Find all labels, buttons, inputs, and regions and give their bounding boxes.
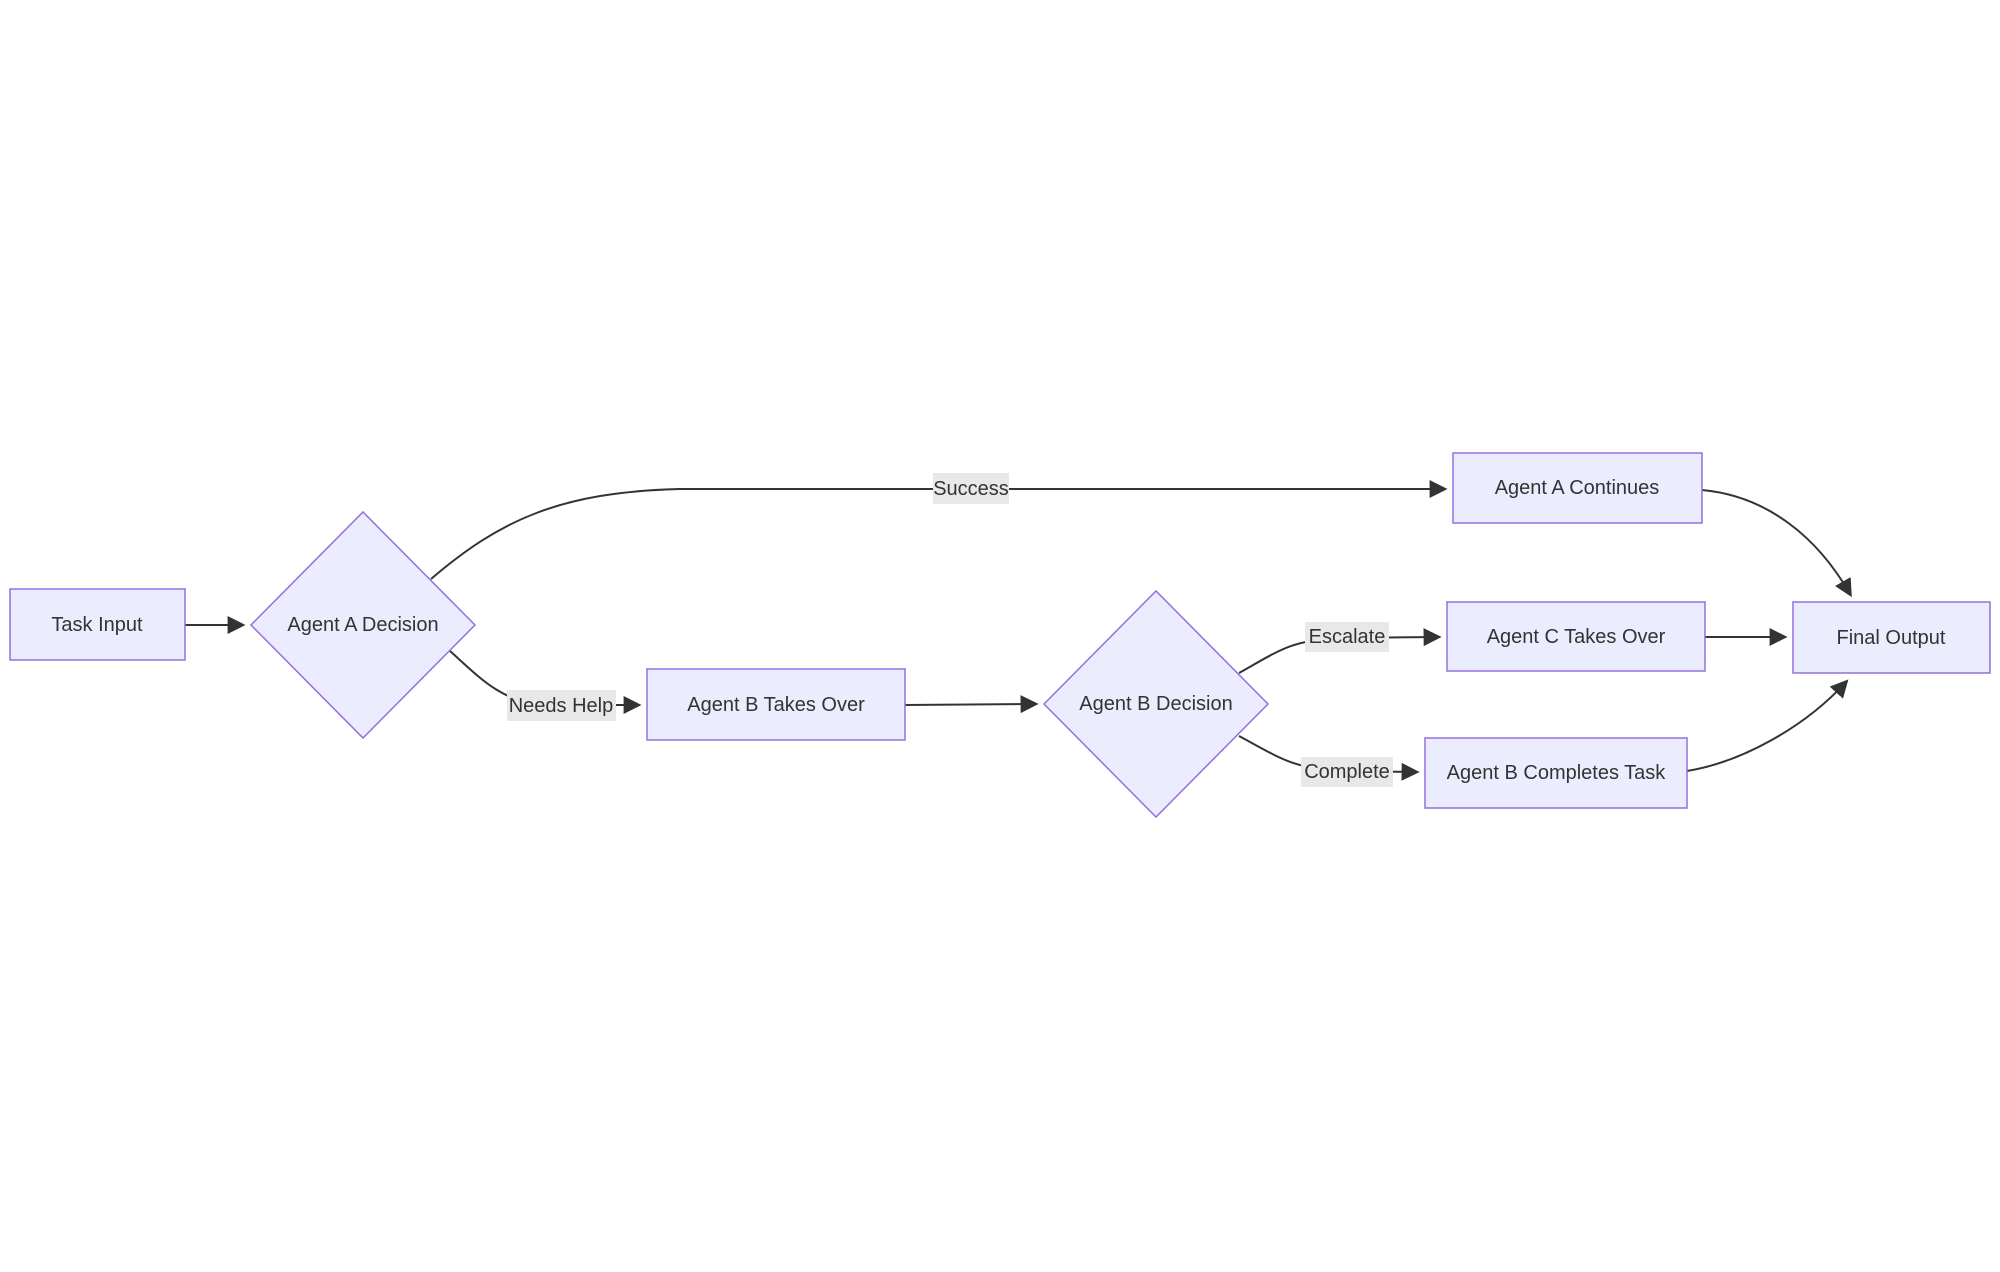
edge-label-needs-help-text: Needs Help — [509, 695, 614, 717]
edge-label-success-text: Success — [933, 478, 1009, 500]
agent-b-decision-diamond — [1042, 589, 1270, 819]
edge-label-escalate-bg — [1305, 622, 1389, 652]
edge-label-escalate-text: Escalate — [1309, 626, 1386, 648]
edges-layer — [185, 480, 1852, 781]
edge-agent-b-completes-task-to-final-output — [1686, 679, 1849, 772]
edge-label-success-bg — [933, 473, 1009, 504]
agent-b-completes-task-box — [1424, 737, 1688, 809]
edge-agent-b-takes-over-to-agent-b-decision — [904, 695, 1039, 714]
node-final-output: Final Output — [1792, 601, 1991, 674]
agent-a-continues-label: Agent A Continues — [1495, 477, 1660, 499]
edge-label-complete: Complete — [1301, 757, 1393, 787]
agent-a-continues-box — [1452, 452, 1703, 524]
node-agent-a-decision: Agent A Decision — [249, 510, 477, 740]
edge-label-needs-help: Needs Help — [507, 690, 616, 721]
agent-b-takes-over-box — [646, 668, 906, 741]
task-input-box — [9, 588, 186, 661]
edge-label-escalate: Escalate — [1305, 622, 1389, 652]
agent-b-decision-label: Agent B Decision — [1079, 693, 1232, 715]
agent-a-decision-diamond — [249, 510, 477, 740]
edge-agent-a-continues-to-final-output — [1701, 489, 1852, 598]
agent-b-takes-over-label: Agent B Takes Over — [687, 694, 865, 716]
agent-b-completes-task-label: Agent B Completes Task — [1447, 762, 1667, 784]
nodes-layer: Task Input Agent A Decision Agent A Cont… — [9, 452, 1991, 819]
edge-labels-layer: Success Needs Help Escalate Complete — [507, 473, 1393, 787]
agent-c-takes-over-label: Agent C Takes Over — [1487, 626, 1666, 648]
node-agent-a-continues: Agent A Continues — [1452, 452, 1703, 524]
edge-label-complete-text: Complete — [1304, 761, 1390, 783]
node-agent-c-takes-over: Agent C Takes Over — [1446, 601, 1706, 672]
edge-agent-a-decision-to-agent-a-continues — [430, 480, 1448, 580]
agent-a-decision-label: Agent A Decision — [287, 614, 438, 636]
node-agent-b-decision: Agent B Decision — [1042, 589, 1270, 819]
edge-label-needs-help-bg — [507, 690, 616, 721]
task-input-label: Task Input — [51, 614, 143, 636]
edge-label-complete-bg — [1301, 757, 1393, 787]
final-output-box — [1792, 601, 1991, 674]
node-agent-b-takes-over: Agent B Takes Over — [646, 668, 906, 741]
node-task-input: Task Input — [9, 588, 186, 661]
agent-c-takes-over-box — [1446, 601, 1706, 672]
final-output-label: Final Output — [1837, 627, 1946, 649]
edge-label-success: Success — [933, 473, 1009, 504]
node-agent-b-completes-task: Agent B Completes Task — [1424, 737, 1688, 809]
